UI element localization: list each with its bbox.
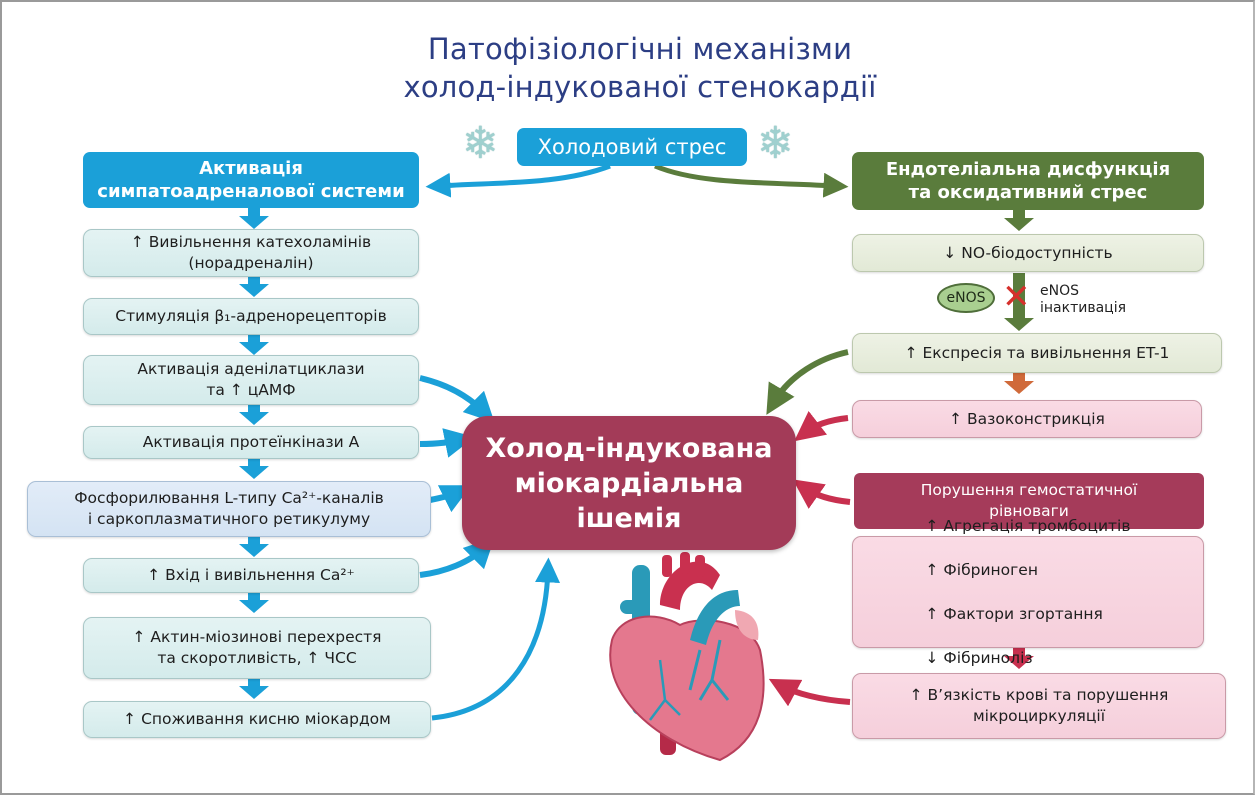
- down-arrow: [1004, 210, 1034, 231]
- down-arrow: [1004, 273, 1034, 331]
- arrow-et1-to-center: [766, 349, 849, 415]
- et1-expression-node: ↑ Експресія та вивільнення ET-1: [852, 333, 1222, 373]
- down-arrow: [1004, 648, 1034, 669]
- hemostatic-imbalance-header: Порушення гемостатичної рівноваги: [854, 473, 1204, 529]
- down-arrow: [239, 208, 269, 229]
- page-title: Патофізіологічні механізми холод-індуков…: [340, 30, 940, 106]
- enos-pill: eNOS: [937, 283, 995, 313]
- hemostasis-item: ↑ Агрегація тромбоцитів: [925, 517, 1131, 535]
- hemostasis-items: ↑ Агрегація тромбоцитів ↑ Фібриноген ↑ Ф…: [852, 517, 1204, 667]
- down-arrow: [239, 334, 269, 355]
- hemostasis-item: ↑ Фактори згортання: [925, 605, 1103, 623]
- left-step-catecholamines: ↑ Вивільнення катехоламінів (норадреналі…: [83, 229, 419, 277]
- arrow-pka-to-center: [419, 428, 475, 458]
- down-arrow: [239, 592, 269, 613]
- inactivation-x-icon: ✕: [1002, 277, 1031, 317]
- down-arrow: [239, 404, 269, 425]
- arrow-cold-to-sympathetic: [425, 163, 611, 198]
- snowflake-icon: ❄: [757, 118, 794, 169]
- enos-inactivation-label: eNOS інактивація: [1040, 283, 1127, 316]
- heart-illustration: [609, 552, 765, 762]
- title-line-2: холод-індукованої стенокардії: [403, 70, 877, 104]
- arrow-vaso-to-center: [794, 410, 849, 442]
- down-arrow: [239, 276, 269, 297]
- hemostasis-item: ↓ Фібриноліз: [925, 649, 1033, 667]
- vasoconstriction-node: ↑ Вазоконстрикція: [852, 400, 1202, 438]
- arrow-camp-to-center: [419, 375, 495, 423]
- left-step-calcium-entry: ↑ Вхід і вивільнення Ca²⁺: [83, 558, 419, 593]
- left-step-beta1-stimulation: Стимуляція β₁-адренорецепторів: [83, 298, 419, 335]
- sympathoadrenal-activation-header: Активація симпатоадреналової системи: [83, 152, 419, 208]
- hemostasis-item: ↑ Фібриноген: [925, 561, 1038, 579]
- down-arrow: [239, 536, 269, 557]
- endothelial-dysfunction-header: Ендотеліальна дисфункція та оксидативний…: [852, 152, 1204, 210]
- left-step-oxygen-consumption: ↑ Споживання кисню міокардом: [83, 701, 431, 738]
- myocardial-ischemia-node: Холод-індукована міокардіальна ішемія: [462, 416, 796, 550]
- arrow-cold-to-endothelial: [654, 163, 849, 198]
- down-arrow: [239, 458, 269, 479]
- arrow-phos-to-center: [429, 485, 472, 513]
- arrow-viscosity-to-heart: [768, 678, 851, 707]
- down-arrow: [239, 678, 269, 699]
- title-line-1: Патофізіологічні механізми: [427, 32, 853, 66]
- down-arrow: [1004, 373, 1034, 394]
- right-chain-arrows: [1004, 210, 1034, 669]
- left-step-adenylate-cyclase: Активація аденілатциклази та ↑ цАМФ: [83, 355, 419, 405]
- cold-stress-node: Холодовий стрес: [517, 128, 747, 166]
- arrow-o2-to-center: [431, 557, 561, 721]
- arrow-ca-to-center: [419, 537, 495, 578]
- left-step-actin-myosin: ↑ Актин-міозинові перехрестя та скоротли…: [83, 617, 431, 679]
- left-step-protein-kinase-a: Активація протеїнкінази А: [83, 426, 419, 459]
- left-chain-arrows: [239, 208, 269, 699]
- arrow-hemostasis-to-center: [792, 479, 851, 509]
- left-step-phosphorylation: Фосфорилювання L-типу Ca²⁺-каналів і сар…: [27, 481, 431, 537]
- snowflake-icon: ❄: [462, 118, 499, 169]
- no-bioavailability-node: ↓ NO-біодоступність: [852, 234, 1204, 272]
- blood-viscosity-node: ↑ В’язкість крові та порушення мікроцирк…: [852, 673, 1226, 739]
